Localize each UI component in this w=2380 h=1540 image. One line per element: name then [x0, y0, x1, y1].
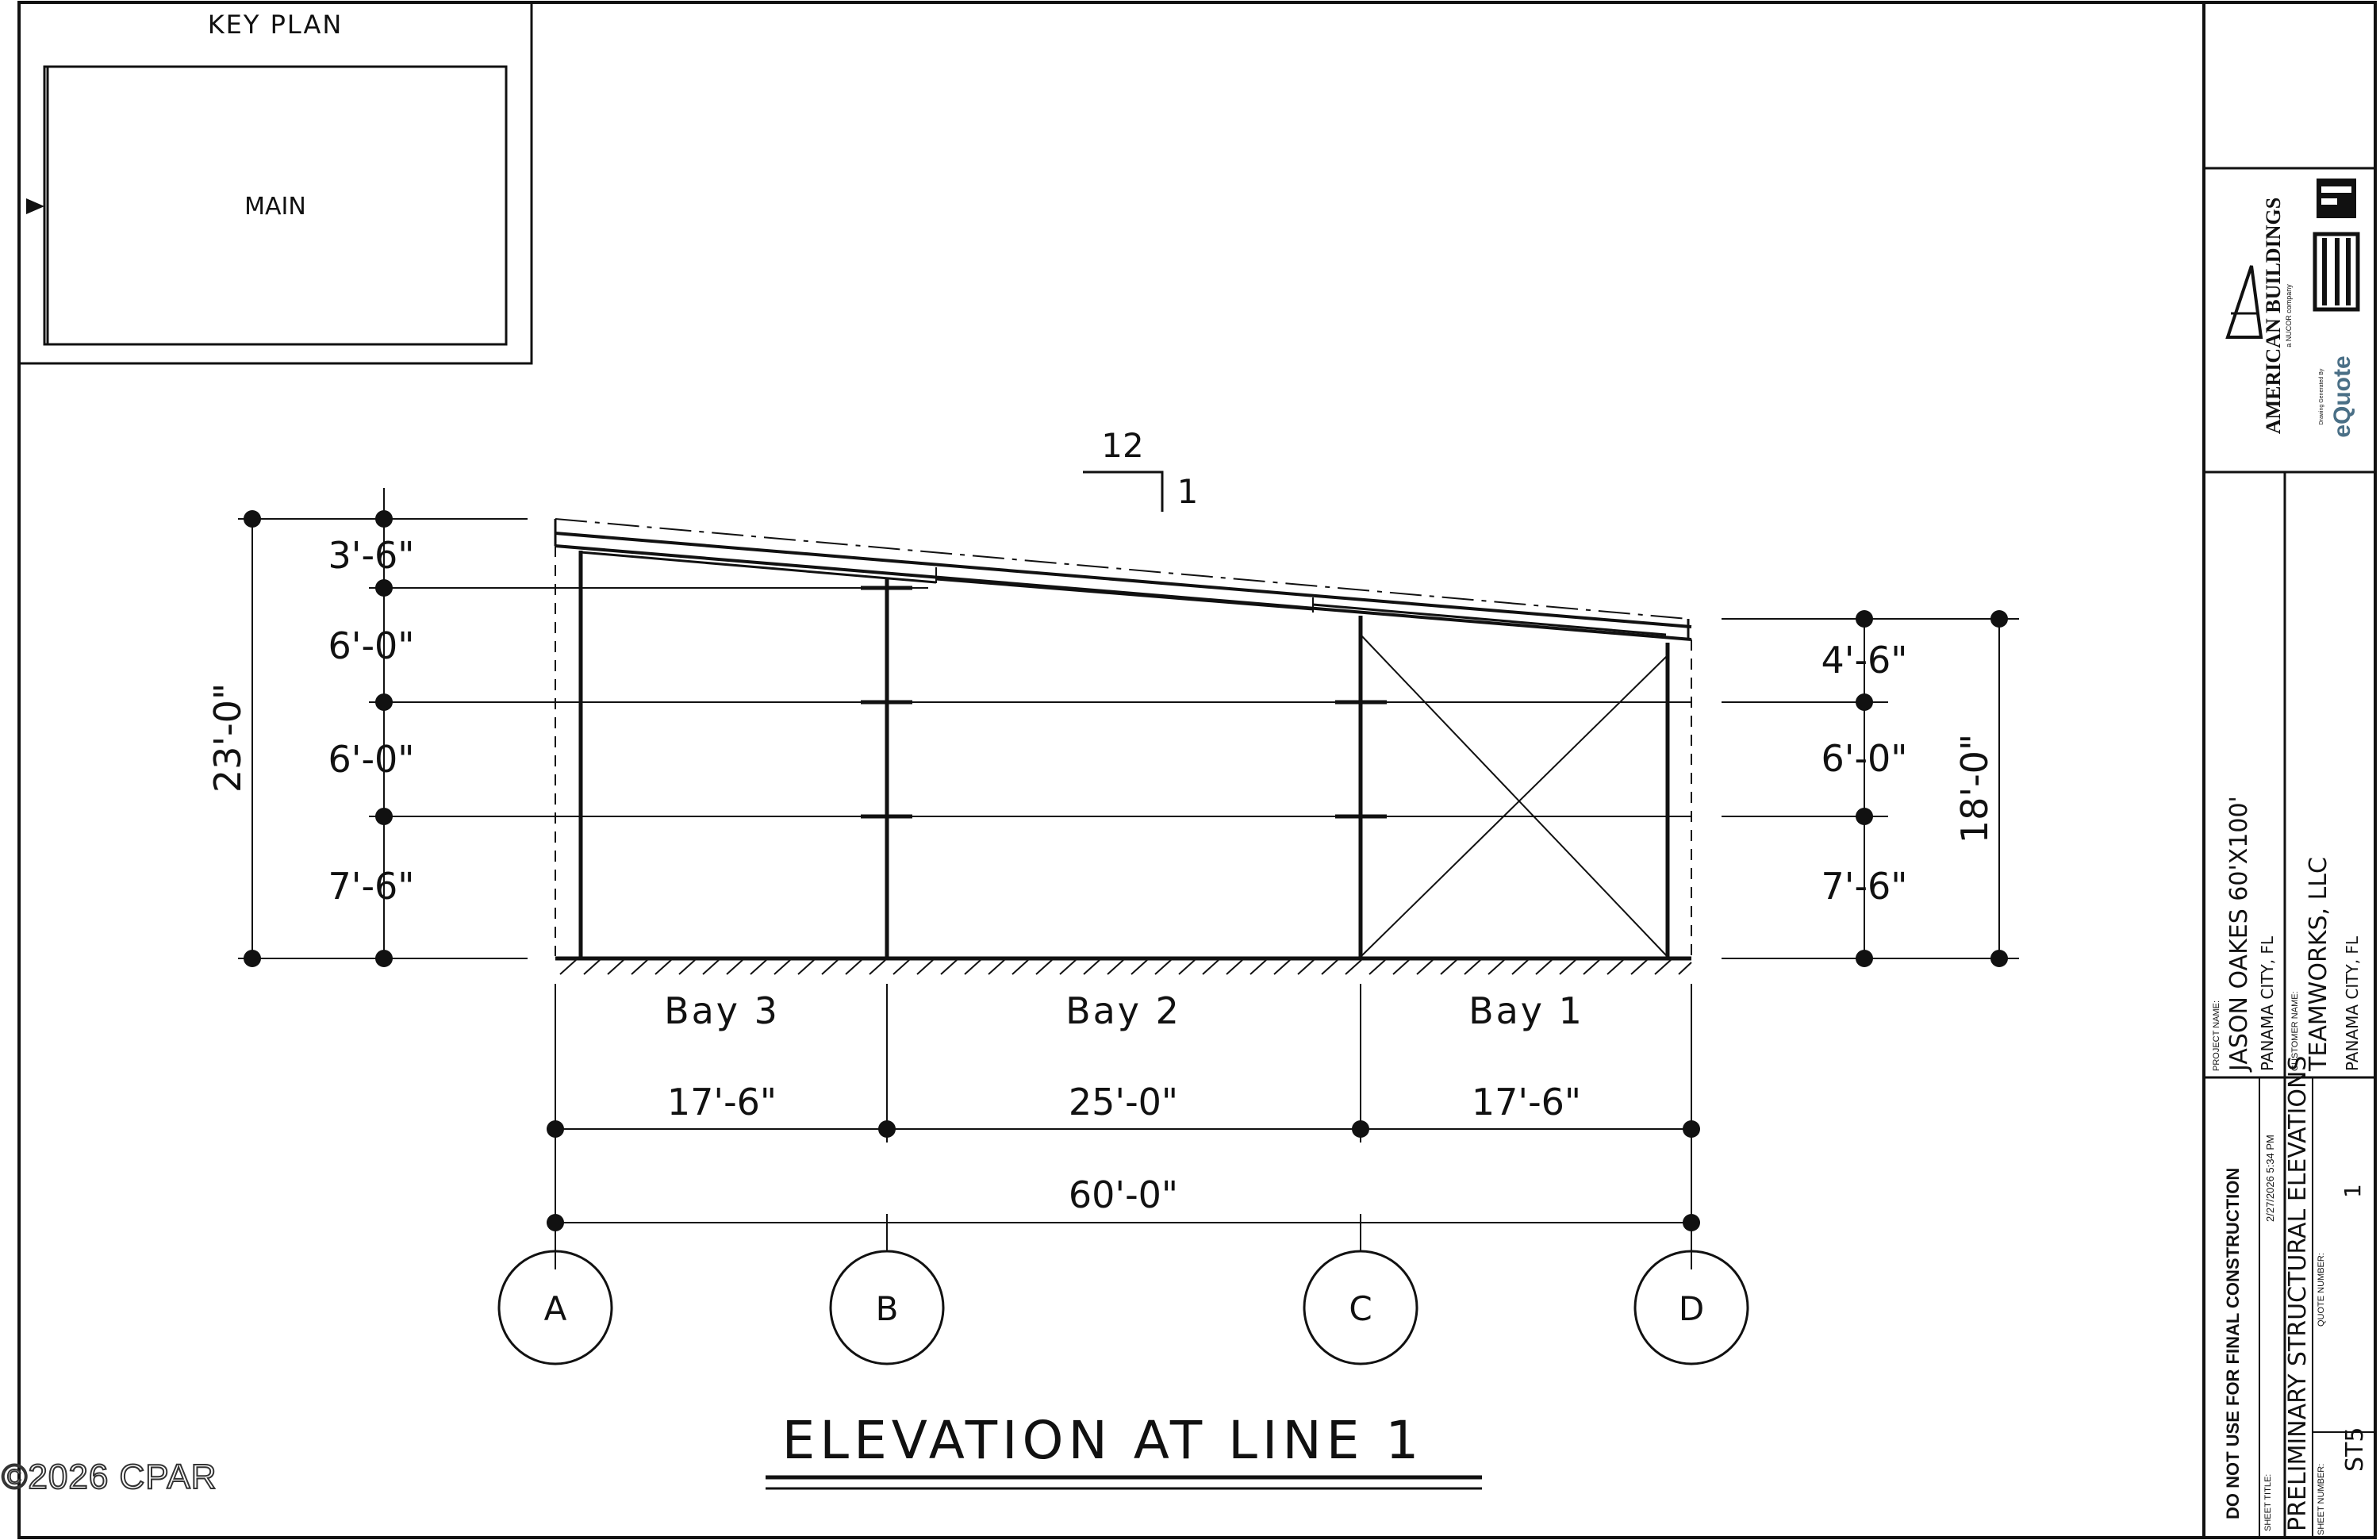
sheet-border	[17, 1, 2377, 1539]
key-plan-main-label: MAIN	[244, 193, 306, 221]
equote-logo: Drawing Generated By eQuote	[2313, 179, 2360, 438]
bay-label: Bay 1	[1468, 989, 1584, 1032]
american-buildings-logo: AMERICAN BUILDINGS a NUCOR company	[2225, 198, 2293, 434]
grid-label: A	[544, 1289, 567, 1328]
overall-length: 60'-0"	[1069, 1173, 1178, 1216]
right-dim-segment: 7'-6"	[1821, 865, 1908, 908]
elevation-drawing	[554, 518, 1692, 1269]
bay-label: Bay 2	[1065, 989, 1181, 1032]
drawing-title: ELEVATION AT LINE 1	[782, 1410, 1424, 1471]
right-overall-height: 18'-0"	[1953, 734, 1996, 843]
construction-warning: DO NOT USE FOR FINAL CONSTRUCTION	[2223, 1168, 2243, 1519]
generated-by-label: Drawing Generated By	[2319, 368, 2324, 424]
grid-label: D	[1679, 1289, 1704, 1328]
project-location: PANAMA CITY, FL	[2258, 935, 2277, 1071]
roof-line-top	[555, 532, 1692, 628]
customer-location: PANAMA CITY, FL	[2343, 935, 2362, 1071]
right-dim-segment: 4'-6"	[1821, 639, 1908, 682]
grid-label: B	[876, 1289, 899, 1328]
copyright-watermark: ©2026 CPAR	[2, 1457, 217, 1496]
print-timestamp: 2/27/2026 5:34 PM	[2264, 1135, 2276, 1222]
x-brace	[1360, 655, 1668, 958]
x-brace	[1360, 634, 1668, 958]
grid-label: C	[1349, 1289, 1372, 1328]
project-name: JASON OAKES 60'X100'	[2225, 796, 2253, 1073]
left-dim-segment: 6'-0"	[328, 624, 415, 667]
left-dimensions: 23'-0" 3'-6" 6'-0" 6'-0" 7'-6"	[206, 488, 555, 967]
left-overall-height: 23'-0"	[206, 683, 249, 793]
key-plan-title: KEY PLAN	[208, 10, 344, 40]
left-dim-segment: 3'-6"	[328, 534, 415, 577]
slope-run-label: 12	[1101, 426, 1143, 465]
sheet-title: PRELIMINARY STRUCTURAL ELEVATIONS	[2284, 1056, 2312, 1531]
customer-name: TEAMWORKS, LLC	[2305, 857, 2332, 1072]
bay-length: 17'-6"	[1472, 1081, 1581, 1123]
sheet-number: ST5	[2341, 1427, 2369, 1472]
key-plan: KEY PLAN MAIN	[17, 1, 533, 365]
roof-slope-symbol: 12 1	[1083, 426, 1198, 512]
bay-label: Bay 3	[664, 989, 780, 1032]
logo-text: AMERICAN BUILDINGS	[2262, 198, 2285, 434]
logo-subtext: a NUCOR company	[2285, 284, 2293, 348]
key-plan-marker-arrow	[26, 198, 44, 214]
key-plan-building-outline	[43, 65, 508, 346]
key-plan-frame	[17, 1, 533, 365]
bay-length: 25'-0"	[1069, 1081, 1178, 1123]
right-dimensions: 4'-6" 6'-0" 7'-6" 18'-0"	[1722, 610, 2019, 967]
grid-bubble-a	[497, 1250, 613, 1365]
quote-number: 1	[2340, 1184, 2366, 1198]
project-name-label: PROJECT NAME:	[2212, 1000, 2221, 1071]
sheet-title-label: SHEET TITLE:	[2263, 1474, 2273, 1531]
grid-bubbles: A B C D	[497, 1223, 1749, 1365]
left-dim-segment: 6'-0"	[328, 738, 415, 781]
equote-text: eQuote	[2329, 355, 2355, 437]
customer-name-label: CUSTOMER NAME:	[2290, 991, 2300, 1071]
ground-hatch	[559, 959, 1692, 975]
left-dim-segment: 7'-6"	[328, 865, 415, 908]
title-block: AMERICAN BUILDINGS a NUCOR company Drawi…	[2202, 2, 2375, 1538]
grid-bubble-d	[1633, 1250, 1749, 1365]
sheet-number-label: SHEET NUMBER:	[2317, 1464, 2326, 1535]
bay-length: 17'-6"	[667, 1081, 777, 1123]
right-dim-segment: 6'-0"	[1821, 737, 1908, 780]
quote-number-label: QUOTE NUMBER:	[2317, 1253, 2326, 1327]
bay-dimensions: Bay 3 Bay 2 Bay 1 17'-6" 25'-0" 17'-6" 6…	[547, 989, 1700, 1231]
roof-line-bottom	[555, 544, 1692, 641]
drawing-title-block: ELEVATION AT LINE 1	[766, 1410, 1482, 1490]
slope-rise-label: 1	[1177, 472, 1199, 511]
